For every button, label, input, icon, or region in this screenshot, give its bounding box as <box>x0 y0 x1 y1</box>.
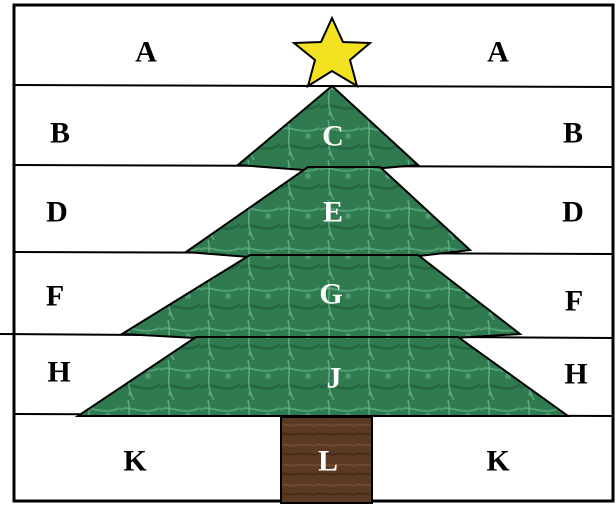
label-a-left: A <box>135 36 157 69</box>
label-k-left: K <box>123 445 147 478</box>
label-d-right: D <box>562 196 584 229</box>
label-c: C <box>322 120 344 153</box>
label-g: G <box>319 278 342 311</box>
tree-bottom-tier <box>78 337 568 416</box>
label-a-right: A <box>487 36 509 69</box>
label-f-right: F <box>565 285 583 318</box>
label-e: E <box>323 196 343 229</box>
label-l: L <box>318 445 338 478</box>
label-b-right: B <box>563 117 583 150</box>
label-f-left: F <box>46 280 64 313</box>
label-b-left: B <box>50 117 70 150</box>
label-d-left: D <box>46 196 68 229</box>
label-h-left: H <box>47 356 70 389</box>
star-icon <box>294 18 370 86</box>
label-h-right: H <box>564 358 587 391</box>
label-k-right: K <box>486 445 510 478</box>
row-divider-1 <box>14 85 613 87</box>
label-j: J <box>327 362 342 395</box>
